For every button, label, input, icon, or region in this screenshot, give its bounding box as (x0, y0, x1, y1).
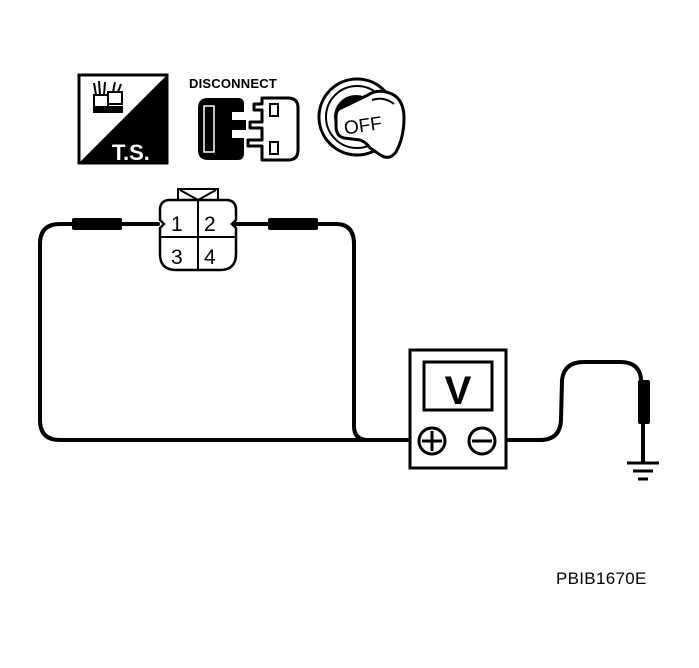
meter-display: V (445, 369, 472, 413)
connector: 1 2 3 4 (158, 188, 238, 272)
ground-wire (503, 360, 644, 442)
ts-icon: T.S. (77, 73, 169, 165)
ts-label: T.S. (112, 140, 150, 165)
ignition-label: OFF (343, 113, 384, 139)
ignition-off-icon: OFF (317, 77, 406, 159)
lead-wire-right (228, 222, 370, 442)
pin-1: 1 (171, 213, 183, 236)
disconnect-label: DISCONNECT (189, 76, 277, 91)
voltmeter: V (408, 348, 508, 470)
ground-symbol (627, 461, 659, 481)
figure-code: PBIB1670E (556, 569, 647, 588)
lead-wire-left (38, 222, 414, 442)
disconnect-icon: DISCONNECT (189, 76, 300, 162)
pin-3: 3 (171, 246, 183, 269)
pin-2: 2 (204, 213, 216, 236)
probe-sleeves (72, 218, 650, 424)
pin-4: 4 (204, 246, 216, 269)
wiring (38, 222, 645, 464)
